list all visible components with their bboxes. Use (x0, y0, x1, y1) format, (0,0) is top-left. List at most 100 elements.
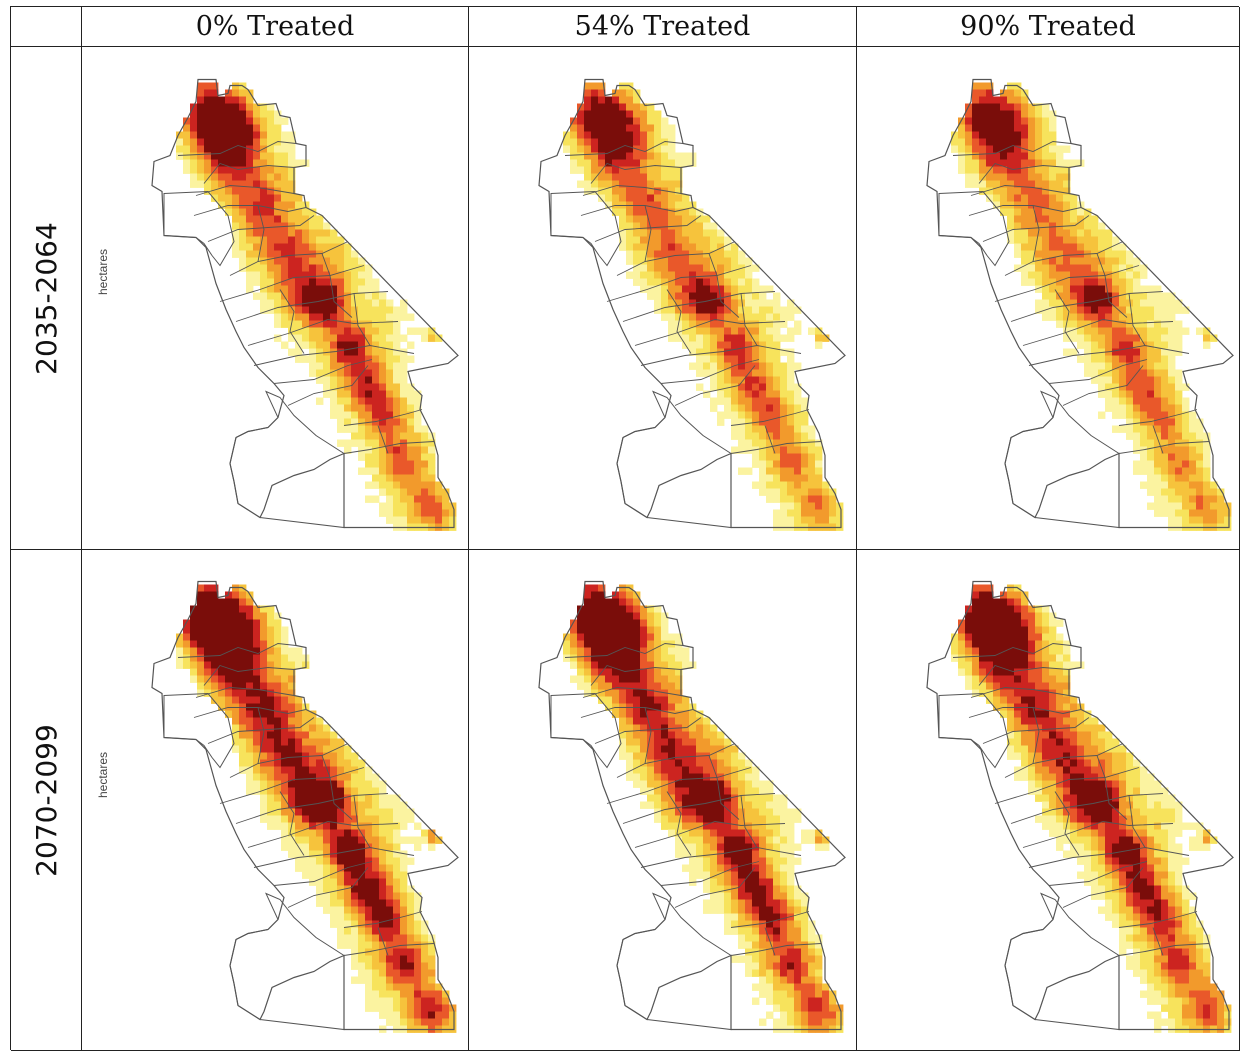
county-boundary (207, 717, 315, 744)
heat-cell (1147, 425, 1155, 433)
heat-cell (379, 808, 387, 816)
heat-cell (386, 327, 394, 335)
heat-cell (577, 124, 585, 132)
heat-cell (815, 962, 823, 970)
heat-cell (696, 857, 704, 865)
heat-cell (738, 439, 746, 447)
heat-cell (1021, 717, 1029, 725)
heat-cell (330, 278, 338, 286)
heat-cell (738, 815, 746, 823)
heat-cell (260, 145, 268, 153)
heat-cell (253, 647, 261, 655)
heat-cell (605, 647, 613, 655)
heat-cell (675, 292, 683, 300)
heat-cell (204, 682, 212, 690)
heat-cell (640, 194, 648, 202)
heat-cell (421, 997, 429, 1005)
heat-cell (225, 131, 233, 139)
heat-cell (204, 103, 212, 111)
heat-cell (1021, 668, 1029, 676)
heat-cell (302, 278, 310, 286)
heat-cell (218, 682, 226, 690)
heat-cell (393, 822, 401, 830)
heat-cell (1056, 208, 1064, 216)
heat-cell (330, 397, 338, 405)
heat-cell (1161, 320, 1169, 328)
heat-cell (183, 166, 191, 174)
heat-cell (1007, 689, 1015, 697)
heat-cell (1056, 250, 1064, 258)
heat-cell (400, 801, 408, 809)
heat-cell (724, 411, 732, 419)
county-boundary (195, 687, 295, 698)
heat-cell (323, 271, 331, 279)
heat-cell (232, 166, 240, 174)
heat-cell (211, 591, 219, 599)
heat-cell (393, 334, 401, 342)
heat-cell (421, 425, 429, 433)
heat-cell (633, 717, 641, 725)
heat-cell (288, 682, 296, 690)
heat-cell (675, 773, 683, 781)
county-boundary (666, 289, 692, 354)
heat-cell (1084, 313, 1092, 321)
heat-cell (1070, 222, 1078, 230)
heat-cell (972, 640, 980, 648)
heat-cell (696, 815, 704, 823)
heat-cell (1147, 432, 1155, 440)
heat-cell (801, 474, 809, 482)
heat-cell (836, 1018, 844, 1026)
heat-cell (703, 752, 711, 760)
heat-cell (1098, 320, 1106, 328)
heat-cell (661, 299, 669, 307)
county-boundary (644, 205, 652, 262)
heat-cell (1049, 285, 1057, 293)
heat-cell (794, 383, 802, 391)
heat-cell (773, 962, 781, 970)
heat-cell (794, 976, 802, 984)
heat-cell (421, 1018, 429, 1026)
heat-cell (358, 927, 366, 935)
heat-cell (218, 194, 226, 202)
heat-cell (703, 843, 711, 851)
heat-cell (274, 131, 282, 139)
heat-cell (661, 313, 669, 321)
heat-cell (731, 773, 739, 781)
heat-cell (717, 229, 725, 237)
heat-cell (1140, 341, 1148, 349)
heat-cell (1056, 299, 1064, 307)
heat-cell (393, 920, 401, 928)
heat-cell (745, 425, 753, 433)
heat-cell (1070, 327, 1078, 335)
map-panel-r0-c2 (857, 47, 1240, 550)
heat-cell (218, 640, 226, 648)
heat-cell (1070, 306, 1078, 314)
heat-cell (986, 110, 994, 118)
heat-cell (619, 675, 627, 683)
heat-cell (239, 682, 247, 690)
heat-cell (752, 808, 760, 816)
heat-cell (337, 808, 345, 816)
heat-cell (780, 843, 788, 851)
heat-cell (358, 913, 366, 921)
heat-cell (958, 633, 966, 641)
heat-cell (787, 976, 795, 984)
heat-cell (1007, 173, 1015, 181)
heat-cell (351, 306, 359, 314)
heat-cell (288, 306, 296, 314)
heat-cell (1014, 598, 1022, 606)
heat-cell (1028, 236, 1036, 244)
heat-cell (591, 619, 599, 627)
heat-cell (780, 369, 788, 377)
heat-cell (386, 481, 394, 489)
heat-cell (260, 285, 268, 293)
heat-cell (274, 794, 282, 802)
heat-cell (211, 619, 219, 627)
heat-cell (654, 731, 662, 739)
heat-cell (965, 682, 973, 690)
heat-cell (965, 180, 973, 188)
heat-cell (591, 103, 599, 111)
heat-cell (218, 103, 226, 111)
heat-cell (421, 453, 429, 461)
heat-cell (295, 864, 303, 872)
